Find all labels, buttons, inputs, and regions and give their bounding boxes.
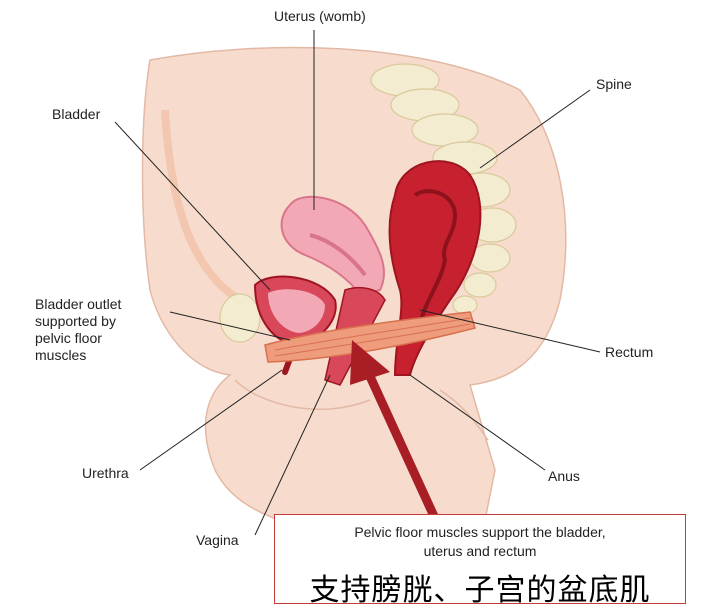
callout-chinese-text: 支持膀胱、子宫的盆底肌 bbox=[309, 573, 651, 608]
thigh-crease bbox=[234, 379, 371, 410]
vertebra bbox=[452, 295, 478, 315]
muscle-fibers bbox=[274, 317, 471, 357]
leader-urethra bbox=[139, 369, 283, 471]
uterus-cavity bbox=[309, 233, 367, 277]
leader-lines bbox=[114, 30, 601, 536]
leader-rectum bbox=[419, 309, 601, 353]
leader-vagina bbox=[254, 374, 331, 536]
leader-bladder-outlet bbox=[169, 311, 291, 341]
bladder-inner bbox=[268, 289, 325, 333]
rectum-folds bbox=[413, 189, 458, 326]
callout-english-text: Pelvic floor muscles support the bladder… bbox=[354, 524, 606, 559]
label-anus: Anus bbox=[548, 468, 580, 484]
leader-spine bbox=[479, 89, 591, 169]
leader-anus bbox=[409, 374, 546, 471]
label-bladder: Bladder bbox=[52, 106, 101, 122]
red-arrow bbox=[350, 340, 443, 527]
label-rectum: Rectum bbox=[605, 344, 654, 360]
callout-box: Pelvic floor muscles support the bladder… bbox=[274, 514, 686, 608]
vertebra bbox=[463, 272, 497, 298]
red-arrow-head bbox=[350, 340, 390, 385]
red-arrow-shaft bbox=[363, 370, 443, 527]
label-urethra: Urethra bbox=[82, 465, 129, 481]
pubic-bone bbox=[219, 293, 261, 343]
label-spine: Spine bbox=[596, 76, 632, 92]
vertebra bbox=[411, 113, 479, 147]
label-uterus: Uterus (womb) bbox=[274, 8, 366, 24]
abdominal-wall bbox=[161, 109, 243, 304]
leader-bladder bbox=[114, 121, 271, 291]
label-bladder-outlet: Bladder outlet supported by pelvic floor… bbox=[35, 296, 122, 363]
label-vagina: Vagina bbox=[196, 532, 239, 548]
